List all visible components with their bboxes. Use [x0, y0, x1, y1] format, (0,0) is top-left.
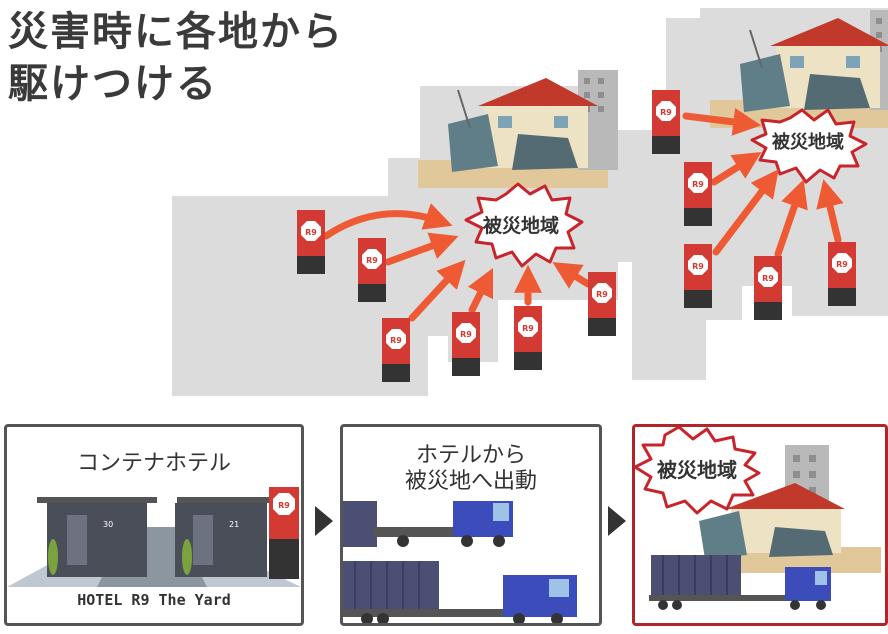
- dispatch-arrows-left: [322, 203, 592, 322]
- headline-line2: 駆けつける: [8, 61, 218, 107]
- japan-map-illustration: R9 被災地域 被災地域: [172, 8, 888, 396]
- step2-dispatch-panel: ホテルから 被災地へ出動: [340, 424, 602, 626]
- burst-label-left: 被災地域: [483, 214, 559, 237]
- headline-line1: 災害時に各地から: [8, 9, 344, 55]
- step1-title: コンテナホテル: [76, 451, 231, 476]
- container-hotel-illustration: 30 21 R9: [7, 487, 301, 587]
- disaster-burst-left: [464, 182, 584, 268]
- step2-title-line1: ホテルから: [415, 443, 526, 468]
- disaster-burst-right: [750, 108, 868, 184]
- svg-text:21: 21: [229, 520, 239, 529]
- step3-disaster-area-panel: 被災地域: [632, 424, 888, 626]
- dispatch-arrows-right: [682, 108, 844, 258]
- disaster-area-illustration: 被災地域: [635, 427, 881, 610]
- triangle-right-icon: [315, 506, 333, 536]
- burst-label-right: 被災地域: [772, 131, 844, 153]
- step1-container-hotel-panel: コンテナホテル 30 21 R9 HOTEL R9 The Yard: [4, 424, 304, 626]
- burst-label-panel: 被災地域: [657, 458, 737, 482]
- hotel-name-label: HOTEL R9 The Yard: [77, 591, 231, 609]
- step2-title-line2: 被災地へ出動: [404, 469, 537, 494]
- disaster-burst-panel: [635, 427, 761, 515]
- truck-transport-illustration: [343, 501, 577, 623]
- triangle-right-icon-2: [608, 506, 626, 536]
- svg-text:30: 30: [103, 520, 113, 529]
- svg-text:R9: R9: [278, 501, 290, 510]
